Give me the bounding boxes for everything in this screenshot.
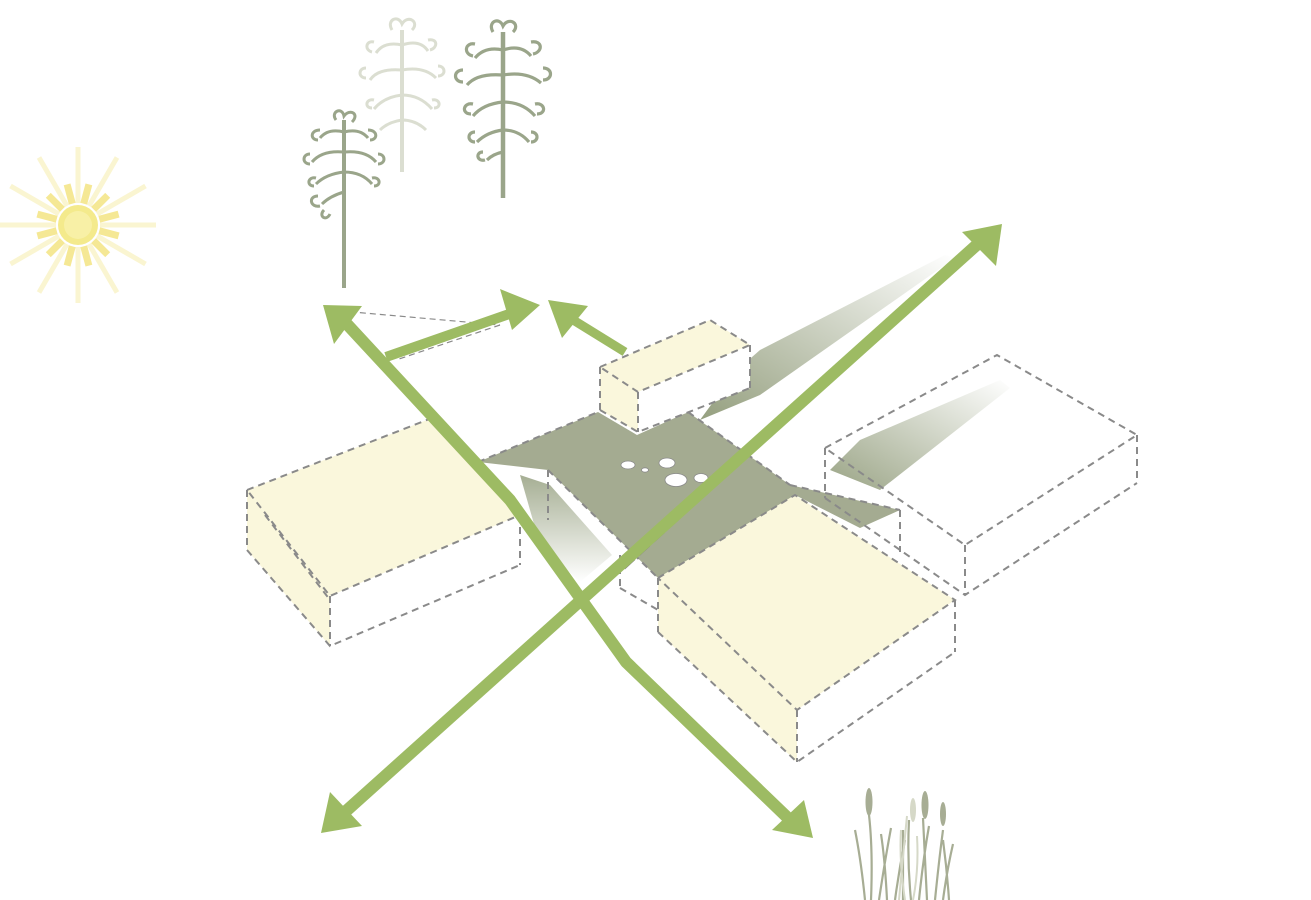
arrowhead-southeast (772, 800, 813, 838)
tree-shadow-far-right (830, 380, 1010, 490)
arrow-branch-top-block (567, 314, 628, 356)
sun-ray (91, 238, 111, 258)
central-plaza (477, 411, 901, 579)
sun-ray (36, 242, 70, 294)
sun-ray (98, 227, 120, 240)
grass-icon (853, 788, 955, 900)
sun-ray (36, 156, 70, 208)
sun-ray (80, 245, 93, 267)
tree-icon (358, 17, 446, 172)
sun-ray (95, 233, 147, 267)
arrow-southwest-northeast (340, 237, 985, 817)
sun-ray (45, 238, 65, 258)
sun-ray (86, 156, 120, 208)
right-building-block (657, 493, 957, 764)
tree-icon (302, 109, 386, 288)
sun-ray (9, 233, 61, 267)
left-building-block (246, 416, 522, 648)
sun-ray (45, 192, 65, 212)
sun-ray (9, 183, 61, 217)
sun-ray (91, 192, 111, 212)
tree-icon (453, 19, 553, 198)
sun-ray (36, 210, 58, 223)
sun-ray (86, 242, 120, 294)
sun-ray (80, 183, 93, 205)
arrowhead-top-block (548, 300, 588, 338)
arrow-branch-north (384, 307, 517, 362)
sun-ray (95, 183, 147, 217)
sun-ray (63, 183, 76, 205)
right-outline-block (824, 353, 1139, 597)
sun-ray (36, 227, 58, 240)
arrowhead-northwest (323, 305, 362, 344)
tree-shadow-right (700, 255, 955, 420)
arrowhead-southwest (321, 792, 362, 833)
arrowhead-north (500, 289, 540, 330)
sun-ray (98, 210, 120, 223)
tree-shadow-left (520, 475, 612, 582)
sun-icon (0, 147, 156, 303)
top-building-block (599, 318, 753, 434)
sun-ray (63, 245, 76, 267)
arrow-northwest-southeast (340, 317, 795, 825)
arrowhead-northeast (962, 224, 1002, 266)
circulation-arrows (321, 224, 1002, 838)
water-feature (620, 457, 709, 496)
